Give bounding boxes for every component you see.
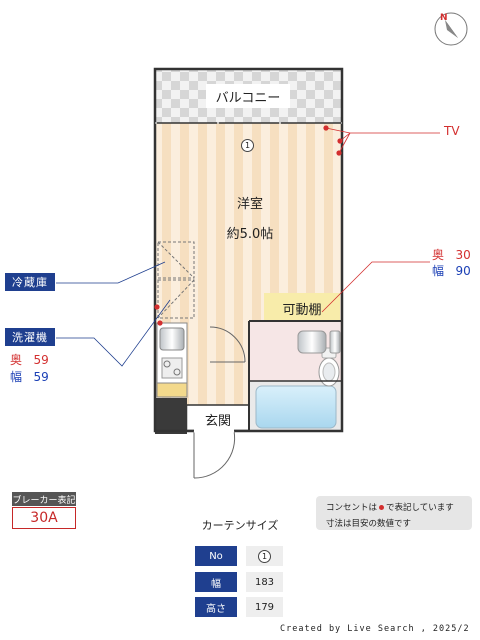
washer-depth-label: 奥 xyxy=(10,353,23,367)
curtain-row-height-label: 高さ xyxy=(195,597,237,617)
compass-icon xyxy=(434,12,468,46)
washer-dimensions: 奥 59 幅 59 xyxy=(10,352,49,386)
washer-width-value: 59 xyxy=(33,370,49,384)
washer-depth-value: 59 xyxy=(33,353,49,367)
walls xyxy=(153,67,344,433)
curtain-no-circle: 1 xyxy=(258,549,271,563)
outlet-icon xyxy=(379,505,385,510)
fridge-space xyxy=(157,241,195,279)
legend-line1-post: で表記しています xyxy=(386,503,454,513)
shelf-width-value: 90 xyxy=(455,264,471,278)
shelf-dimensions: 奥 30 幅 90 xyxy=(432,247,471,279)
bathtub xyxy=(255,385,337,429)
curtain-row-width-label: 幅 xyxy=(195,572,237,592)
shelf-width-label: 幅 xyxy=(432,264,445,278)
appliance-leaders xyxy=(56,261,171,367)
washer-label: 洗濯機 xyxy=(5,328,55,346)
tv-leader xyxy=(321,127,440,313)
washer-space xyxy=(157,279,195,319)
balcony-label: バルコニー xyxy=(215,91,281,106)
curtain-title: カーテンサイズ xyxy=(201,519,279,532)
shelf-depth-value: 30 xyxy=(455,248,471,262)
tv-label: TV xyxy=(444,124,460,138)
curtain-row-height-value: 179 xyxy=(246,597,283,617)
legend-line2: 寸法は目安の数値です xyxy=(326,519,412,529)
room-size: 約5.0帖 xyxy=(226,227,274,242)
legend-line1-pre: コンセントは xyxy=(326,503,378,513)
room-door-swing xyxy=(209,326,246,363)
curtain-row-no-label: No xyxy=(195,546,237,566)
breaker-title: ブレーカー表記 xyxy=(12,492,76,506)
room-name: 洋室 xyxy=(236,197,263,212)
compass-letter: N xyxy=(440,13,448,23)
curtain-marker-number: 1 xyxy=(241,139,254,152)
entrance-door-swing xyxy=(193,430,236,479)
wash-basin xyxy=(297,330,327,354)
washer-width-label: 幅 xyxy=(10,370,23,384)
curtain-row-width-value: 183 xyxy=(246,572,283,592)
shelf-depth-label: 奥 xyxy=(432,248,445,262)
legend-note: コンセントはで表記しています 寸法は目安の数値です xyxy=(316,496,472,530)
entrance-label: 玄関 xyxy=(204,414,231,429)
curtain-row-no-value: 1 xyxy=(246,546,283,566)
curtain-marker-1: 1 xyxy=(241,133,254,152)
footer-credit: Created by Live Search , 2025/2 xyxy=(280,624,470,634)
breaker-value: 30A xyxy=(12,507,76,529)
fridge-label: 冷蔵庫 xyxy=(5,273,55,291)
movable-shelf-label: 可動棚 xyxy=(282,303,322,318)
